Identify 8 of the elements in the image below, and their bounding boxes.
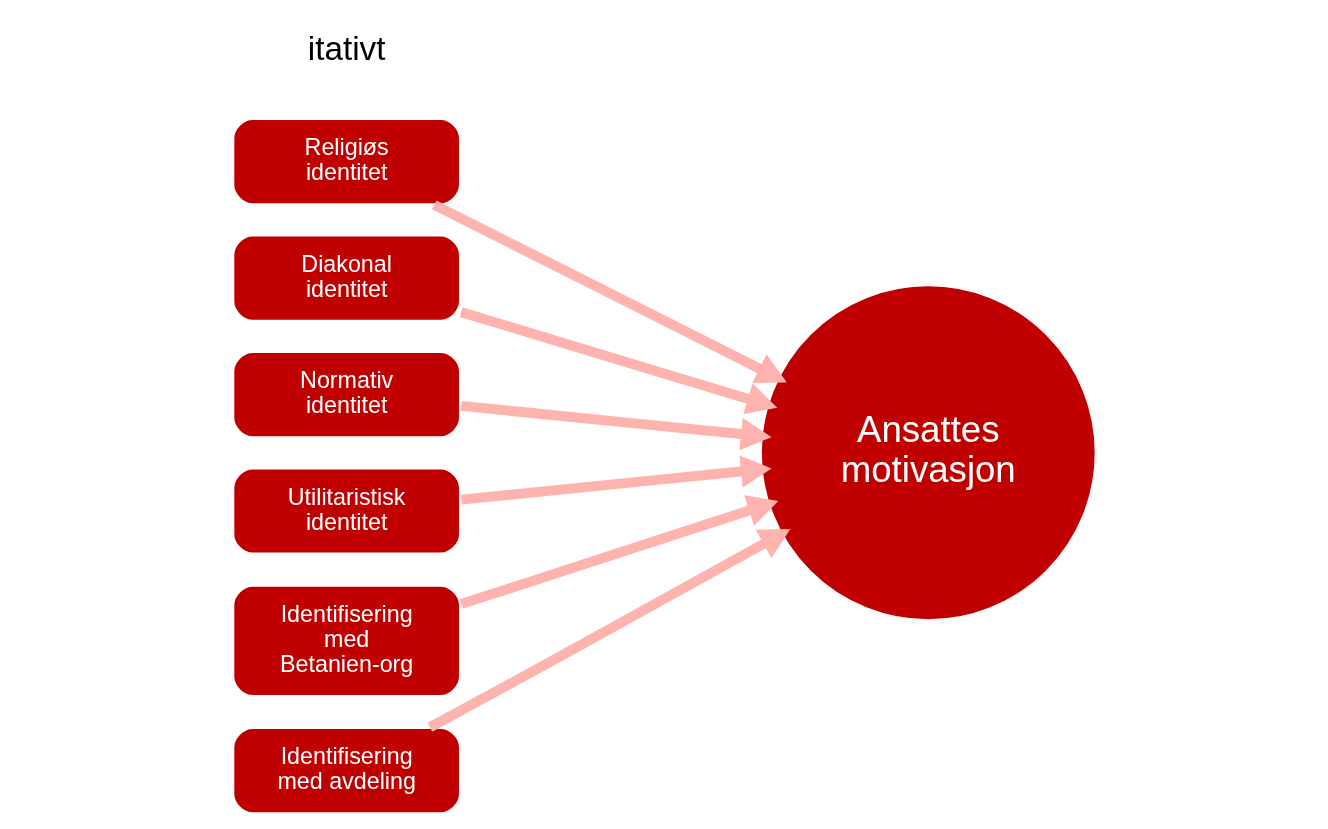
arrow — [431, 200, 787, 383]
arrow — [459, 307, 777, 415]
label: itativt — [307, 30, 385, 68]
arrow — [459, 495, 778, 609]
arrow — [460, 400, 772, 451]
arrow — [460, 455, 772, 505]
arrow — [427, 528, 790, 732]
node-circle: Ansattes motivasjon — [758, 283, 1098, 623]
